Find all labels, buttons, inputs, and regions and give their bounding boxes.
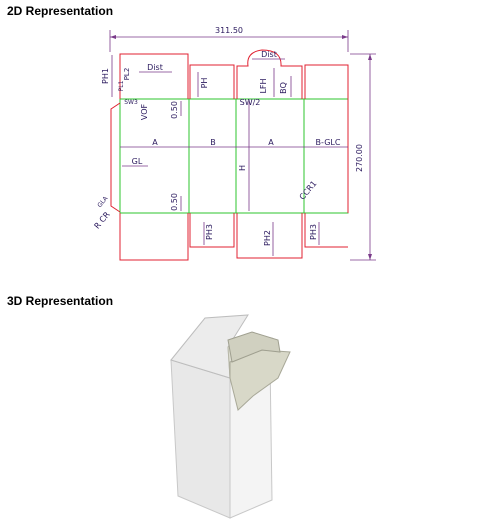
vof-label: VOF — [140, 103, 149, 120]
ph3-left-label: PH3 — [205, 224, 214, 240]
lfh-label: LFH — [259, 78, 268, 93]
panel-a1-label: A — [152, 138, 158, 147]
dist-left-label: Dist — [147, 63, 163, 72]
panel-a2-label: A — [268, 138, 274, 147]
carton-3d — [170, 314, 291, 519]
offset-top-label: 0.50 — [170, 101, 179, 119]
panel-h-label: H — [238, 165, 247, 171]
heading-2d: 2D Representation — [7, 4, 114, 18]
ph3-right-label: PH3 — [309, 224, 318, 240]
carton-lock-tab — [227, 331, 281, 363]
ph-label: PH — [200, 78, 209, 89]
overall-width-label: 311.50 — [215, 26, 243, 35]
sw3-label: SW3 — [124, 99, 138, 106]
dieline-diagram: 311.50 270.00 — [92, 26, 376, 261]
heading-3d: 3D Representation — [7, 294, 114, 308]
dist-top-label: Dist — [261, 50, 277, 59]
bq-label: BQ — [279, 82, 288, 94]
inner-dimensions — [111, 55, 348, 256]
overall-width-dimension: 311.50 — [109, 26, 349, 52]
pl1-label: PL1 — [118, 80, 125, 91]
panel-gl-label: GL — [132, 157, 143, 166]
overall-height-dimension: 270.00 — [350, 53, 376, 261]
panel-b1-label: B — [210, 138, 216, 147]
sw2-label: SW/2 — [240, 98, 261, 107]
cut-lines — [110, 49, 349, 261]
overall-height-label: 270.00 — [355, 144, 364, 172]
ph2-label: PH2 — [263, 230, 272, 246]
ph1-label: PH1 — [101, 68, 110, 84]
pl2-label: PL2 — [123, 68, 131, 81]
panel-b-glc-label: B-GLC — [316, 138, 341, 147]
carton-left-face — [170, 359, 231, 519]
offset-bottom-label: 0.50 — [170, 193, 179, 211]
